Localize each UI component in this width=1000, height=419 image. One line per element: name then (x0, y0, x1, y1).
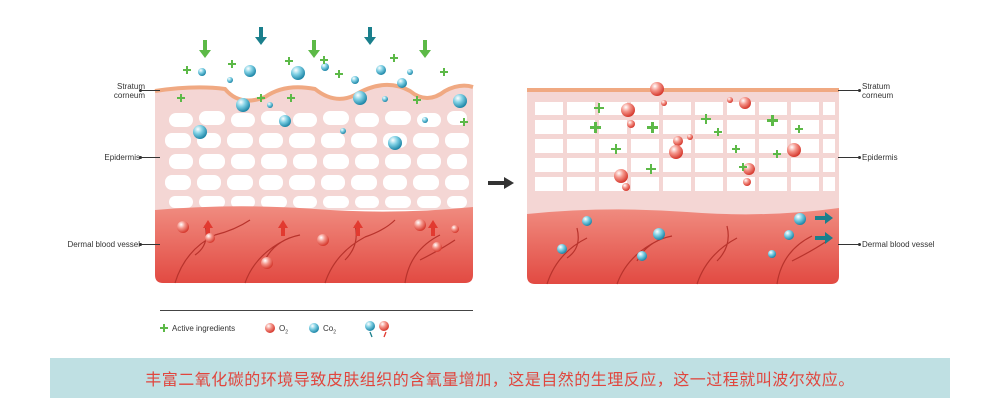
co2-bubbles-right (557, 213, 806, 261)
skin-diagram-before (154, 27, 474, 284)
legend-icons (160, 321, 389, 338)
epidermis-label-right: Epidermis (862, 153, 898, 162)
active-ingredient-plus-marks (590, 103, 803, 174)
dermis-layer (527, 208, 839, 284)
o2-bubbles-right (614, 82, 801, 191)
leader-line (139, 89, 160, 92)
dermis-layer (155, 206, 473, 283)
oxygen-up-arrows (203, 220, 438, 236)
epidermis-label-left: Epidermis (104, 153, 140, 162)
caption-text: 丰富二氧化碳的环境导致皮肤组织的含氧量增加，这是自然的生理反应，这一过程就叫波尔… (145, 370, 855, 389)
stratum-corneum-label-left: Stratum corneum (113, 82, 145, 100)
skin-diagram-after (527, 82, 839, 285)
leader-line (838, 243, 861, 246)
co2-out-arrows (815, 212, 833, 244)
leader-line (139, 243, 160, 246)
leader-line (838, 89, 861, 92)
epidermis-grid-cells (535, 102, 835, 191)
leader-line (139, 156, 160, 159)
co2-down-arrows (199, 27, 431, 58)
blood-vessels (174, 219, 456, 284)
legend-o2-label: O2 (279, 324, 289, 336)
leader-line (838, 156, 861, 159)
dermal-label-left: Dermal blood vessel (67, 240, 140, 249)
co2-bubbles-left (193, 63, 467, 150)
transition-arrow-icon (488, 177, 514, 189)
stratum-corneum-label-right: Stratum corneum (862, 82, 894, 100)
legend-divider (160, 310, 473, 311)
dermal-label-right: Dermal blood vessel (862, 240, 935, 249)
epidermis-cells (165, 111, 469, 208)
legend-active-label: Active ingredients (172, 324, 236, 333)
legend: Active ingredients O2 Co2 (160, 318, 400, 340)
active-ingredient-plus-marks (177, 54, 468, 126)
caption-banner: 丰富二氧化碳的环境导致皮肤组织的含氧量增加，这是自然的生理反应，这一过程就叫波尔… (50, 358, 950, 398)
o2-bubbles-left (177, 219, 459, 269)
legend-co2-label: Co2 (323, 324, 337, 336)
